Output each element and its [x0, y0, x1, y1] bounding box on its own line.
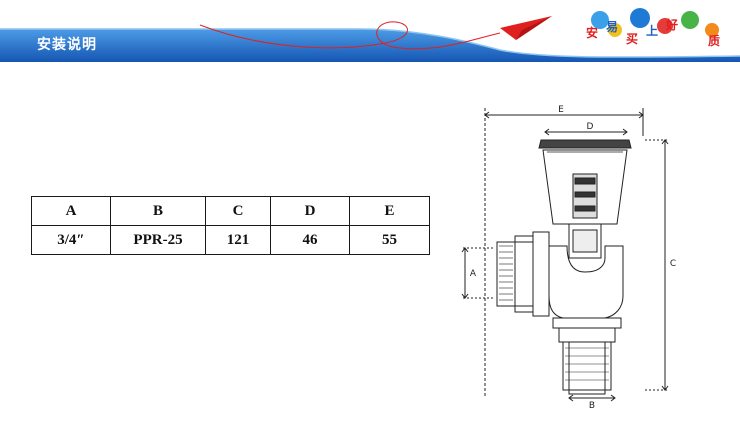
table-header-c: C — [205, 196, 271, 226]
slogan-char: 品 — [688, 30, 701, 44]
page-header: 安装说明 安 易 买 上 好 品 质 — [0, 0, 740, 62]
table-header-e: E — [349, 196, 430, 226]
table-cell: 121 — [205, 225, 271, 255]
table-header-row: A B C D E — [31, 196, 430, 226]
table-header-a: A — [31, 196, 111, 226]
slogan-char: 安 — [586, 26, 599, 40]
dimension-label-a: A — [470, 269, 477, 279]
dimension-label-d: D — [587, 122, 594, 132]
header-title: 安装说明 — [37, 37, 97, 53]
table-cell: 46 — [270, 225, 350, 255]
header-banner — [0, 8, 740, 62]
slogan-char: 好 — [666, 18, 679, 32]
valve-technical-drawing: E D C A B — [455, 96, 685, 418]
table-cell: 3/4″ — [31, 225, 111, 255]
dimension-label-c: C — [670, 259, 676, 269]
slogan-char: 上 — [646, 24, 659, 38]
color-bubbles-icon — [591, 8, 719, 37]
spec-table: A B C D E 3/4″ PPR-25 121 46 55 — [31, 196, 430, 255]
slogan-char: 买 — [626, 32, 639, 46]
swirl-line-icon — [199, 21, 501, 50]
slogan-char: 易 — [606, 20, 619, 34]
dimension-label-b: B — [589, 401, 595, 411]
table-header-d: D — [270, 196, 350, 226]
table-cell: PPR-25 — [110, 225, 206, 255]
slogan: 安 易 买 上 好 品 质 — [582, 12, 732, 52]
slogan-char: 质 — [708, 34, 721, 48]
paper-plane-icon — [500, 16, 552, 40]
valve-drawing-svg: E D C A B — [461, 105, 676, 411]
table-cell: 55 — [349, 225, 430, 255]
dimension-label-e: E — [558, 105, 564, 115]
table-header-b: B — [110, 196, 206, 226]
table-row: 3/4″ PPR-25 121 46 55 — [31, 225, 430, 255]
